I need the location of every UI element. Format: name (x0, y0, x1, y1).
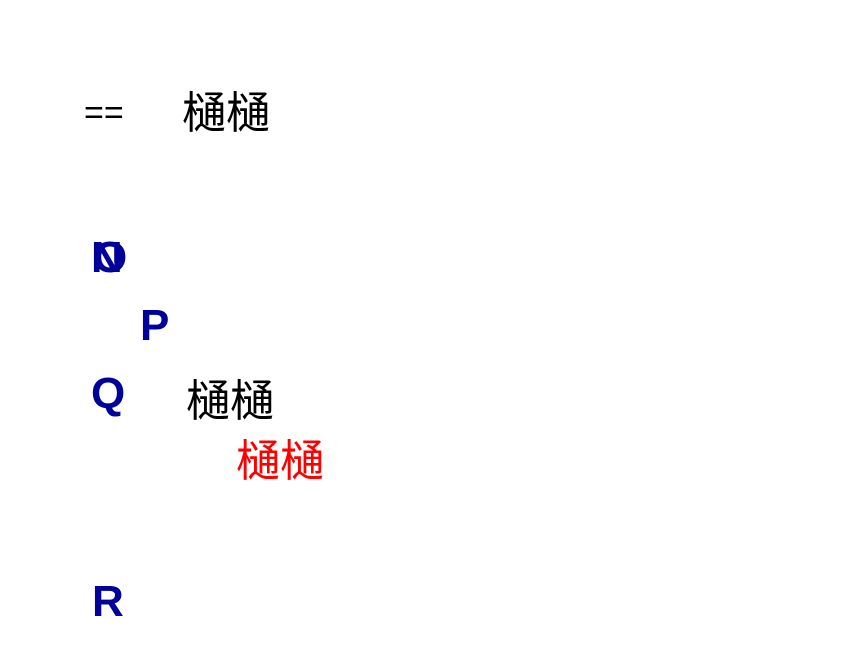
letter-o: O (93, 233, 128, 282)
equality-operator: == (84, 94, 124, 132)
letter-n: N (91, 233, 123, 282)
glyph-text-top: 樋樋 (182, 88, 270, 139)
glyph-text-highlight: 樋樋 (236, 436, 324, 487)
letter-r: R (92, 577, 124, 626)
letter-p: P (140, 301, 170, 350)
letter-q: Q (91, 369, 126, 418)
glyph-text-middle: 樋樋 (186, 376, 274, 427)
